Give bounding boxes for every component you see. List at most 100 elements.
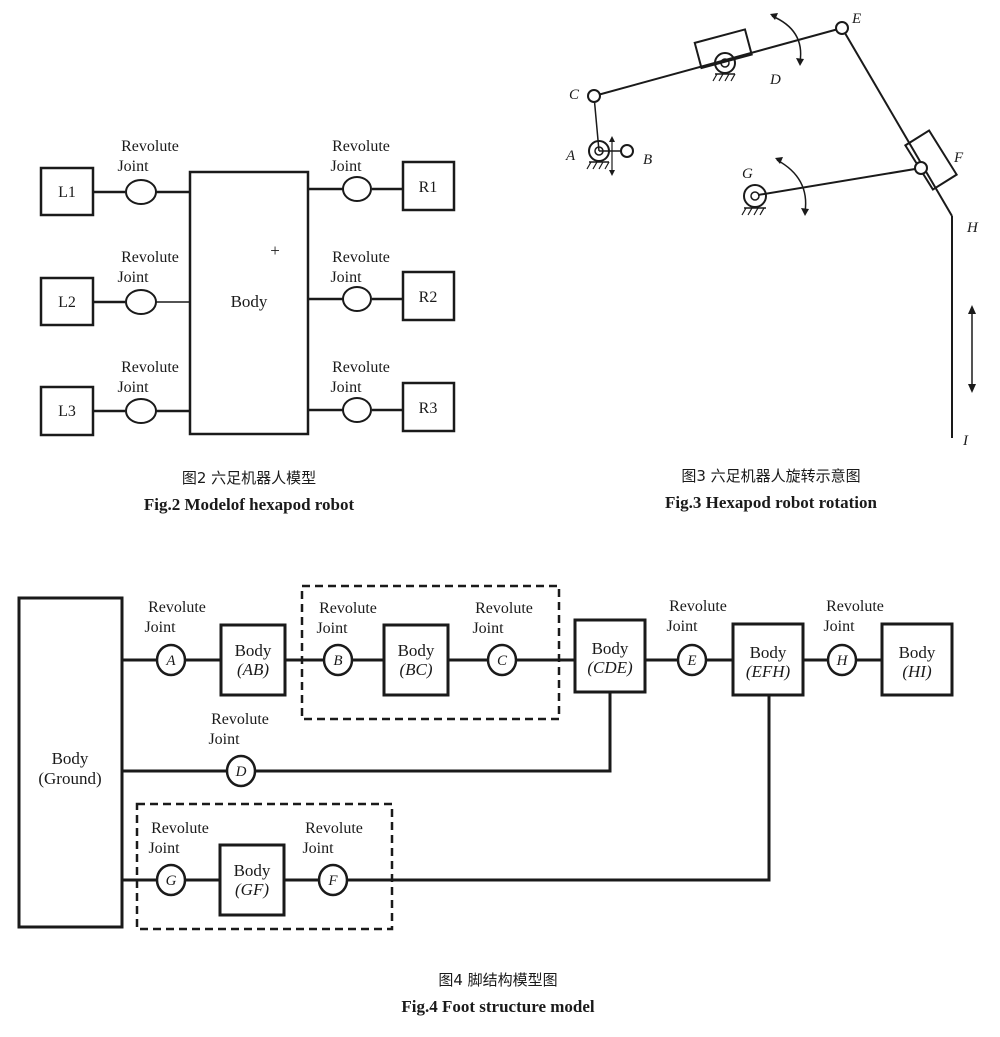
body-cde-line1: Body: [592, 639, 629, 658]
joint-g-label-line1: Revolute: [151, 820, 209, 837]
joint-h-label-line1: Revolute: [826, 598, 884, 615]
rotation-arrow-d: [771, 15, 802, 63]
leg-box-r3: [401, 381, 456, 433]
joint-label-r3-line2: Joint: [330, 379, 362, 396]
joint-label-l2-line1: Revolute: [121, 249, 179, 266]
joint-letter-g: G: [166, 873, 177, 889]
joint-f-label-line2: Joint: [302, 840, 334, 857]
joint-e-label-line2: Joint: [666, 618, 698, 635]
point-label-e: E: [851, 11, 861, 27]
fig3-caption-cn: 图3 六足机器人旋转示意图: [681, 467, 860, 485]
translation-arrow-head-up: [968, 305, 976, 314]
joint-d-label-line2: Joint: [208, 731, 240, 748]
joint-label-l1-line2: Joint: [117, 158, 149, 175]
point-label-d: D: [769, 72, 781, 88]
hatch-d-2: [718, 73, 724, 82]
joint-label-l2-line2: Joint: [117, 269, 149, 286]
joint-b-label-line1: Revolute: [319, 600, 377, 617]
leg-box-r2: [401, 270, 456, 322]
hatch-g-4: [759, 207, 765, 216]
revolute-joint-l3: [125, 398, 157, 424]
rotation-arrow-g: [776, 159, 807, 213]
joint-a-label-line1: Revolute: [148, 599, 206, 616]
revolute-joint-f: [317, 863, 349, 897]
body-cde-line2: (CDE): [587, 658, 633, 677]
fig2-hexapod-model: [39, 160, 456, 437]
revolute-joint-r1: [342, 176, 372, 202]
point-label-b: B: [643, 152, 652, 168]
joint-d-label-line1: Revolute: [211, 711, 269, 728]
body-ab-line2: (AB): [237, 660, 269, 679]
arrow-a-head-up: [609, 136, 615, 142]
leg-label-r2: R2: [419, 289, 438, 306]
hatch-g-2: [747, 207, 753, 216]
revolute-joint-c: [486, 643, 518, 677]
hatch-g-1: [741, 207, 747, 216]
revolute-joint-a: [155, 643, 187, 677]
joint-letter-c: C: [497, 653, 508, 669]
revolute-joint-g: [155, 863, 187, 897]
rotation-arrow-g-head1: [775, 157, 783, 164]
point-label-f: F: [953, 150, 964, 166]
fig3-rotation-diagram: [586, 13, 976, 438]
leg-label-r1: R1: [419, 179, 438, 196]
hatch-d-4: [730, 73, 736, 82]
pivot-g: [743, 184, 767, 208]
link-f-efh: [347, 695, 771, 882]
pivot-a-inner: [594, 146, 604, 156]
link-g-f: [757, 167, 922, 196]
body-gf-line2: (GF): [235, 880, 269, 899]
link-d-cde: [255, 692, 612, 773]
rotation-arrow-g-head2: [801, 208, 809, 216]
joint-label-r1-line1: Revolute: [332, 138, 390, 155]
link-c-e: [593, 27, 843, 97]
point-label-a: A: [565, 148, 576, 164]
fig2-caption-en: Fig.2 Modelof hexapod robot: [144, 495, 355, 514]
point-label-h: H: [966, 220, 979, 236]
slider-d: [693, 28, 753, 70]
translation-arrow-head-down: [968, 384, 976, 393]
revolute-joint-r2: [342, 286, 372, 312]
body-ground-line2: (Ground): [38, 769, 101, 788]
fig2-labels: L1 L2 L3 R1 R2 R3 Body + Revolute Joint …: [58, 138, 437, 514]
leg-label-r3: R3: [419, 400, 438, 417]
rotation-arrow-d-head2: [796, 58, 804, 66]
revolute-joint-e: [676, 643, 708, 677]
hatch-g-3: [753, 207, 759, 216]
body-plus-mark: +: [270, 241, 280, 260]
hatch-d-3: [724, 73, 730, 82]
joint-label-r3-line1: Revolute: [332, 359, 390, 376]
joint-label-r2-line2: Joint: [330, 269, 362, 286]
point-label-g: G: [742, 166, 753, 182]
joint-g-label-line2: Joint: [148, 840, 180, 857]
joint-letter-h: H: [836, 653, 849, 669]
joint-letter-f: F: [327, 873, 338, 889]
fig4-foot-structure: [17, 584, 954, 931]
body-label: Body: [231, 292, 268, 311]
body-ground-line1: Body: [52, 749, 89, 768]
revolute-joint-d: [225, 754, 257, 788]
pivot-d-inner: [720, 58, 730, 68]
body-hi-line2: (HI): [902, 662, 932, 681]
fig4-caption-en: Fig.4 Foot structure model: [401, 997, 595, 1016]
revolute-joint-l2: [125, 289, 157, 315]
hatch-d-1: [712, 73, 718, 82]
body-ground-box: [17, 596, 124, 929]
dashed-group-gf: [135, 802, 394, 931]
leg-box-r1: [401, 160, 456, 212]
point-label-c: C: [569, 87, 580, 103]
joint-a-label-line2: Joint: [144, 619, 176, 636]
body-hi-line1: Body: [899, 643, 936, 662]
revolute-joint-r3: [342, 397, 372, 423]
joint-h-label-line2: Joint: [823, 618, 855, 635]
joint-c-label-line2: Joint: [472, 620, 504, 637]
fig3-labels: A B C D E F G H I 图3 六足机器人旋转示意图 Fig.3 He…: [565, 11, 979, 512]
leg-label-l3: L3: [58, 403, 76, 420]
joint-b-label-line2: Joint: [316, 620, 348, 637]
pivot-a: [588, 140, 610, 162]
joint-f: [914, 161, 928, 175]
leg-label-l2: L2: [58, 294, 76, 311]
joint-label-r1-line2: Joint: [330, 158, 362, 175]
